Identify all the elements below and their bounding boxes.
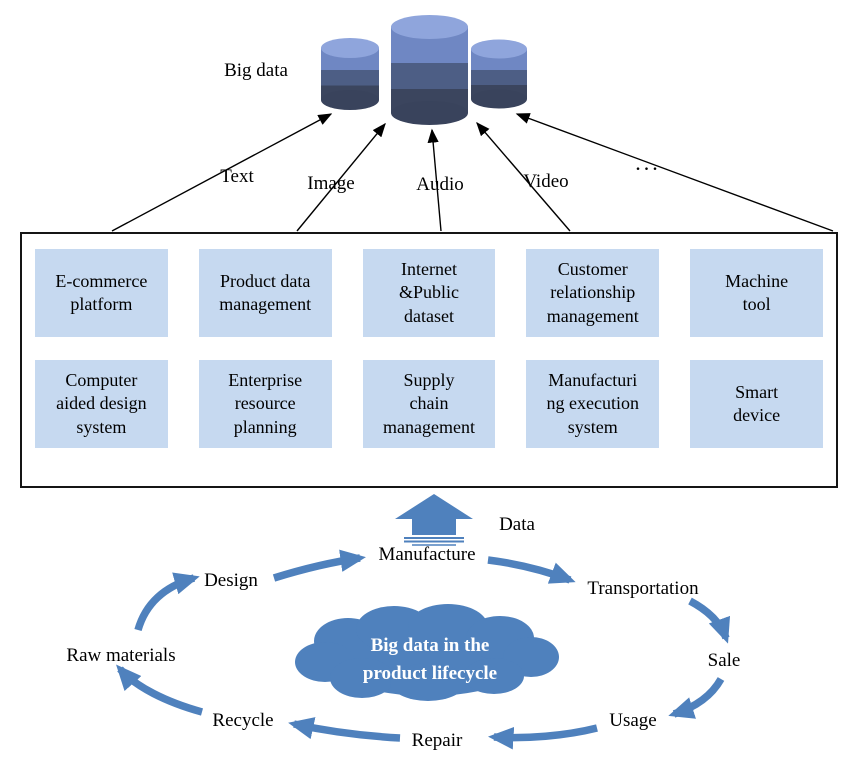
stage-manufacture: Manufacture: [378, 544, 476, 565]
source-cell-manufacturing-execution-system: Manufacturi ng execution system: [526, 360, 660, 448]
source-cell-machine-tool: Machine tool: [690, 249, 823, 337]
database-cylinder-right-icon: [471, 39, 527, 109]
data-type-arrows: [111, 113, 834, 232]
arc-sale-to-usage: [668, 677, 725, 719]
stage-design: Design: [204, 570, 258, 591]
source-cell-product-data-management: Product data management: [198, 249, 332, 337]
big-data-label: Big data: [224, 60, 288, 81]
source-cell-enterprise-resource-planning: Enterprise resource planning: [198, 360, 332, 448]
arc-repair-to-recycle: [288, 717, 401, 742]
source-cell-computer-aided-design-system: Computer aided design system: [35, 360, 168, 448]
arc-design-to-manufacture: [272, 549, 366, 582]
data-type-label-image: Image: [307, 173, 355, 194]
data-type-label-audio: Audio: [416, 174, 464, 195]
cloud-icon: [295, 604, 559, 701]
data-type-label-more: ...: [635, 150, 661, 175]
database-cylinder-left-icon: [321, 38, 379, 110]
source-cell-customer-relationship-management: Customer relationship management: [526, 249, 660, 337]
data-sources-box: E-commerce platform Product data managem…: [20, 232, 838, 488]
arrow-video: [476, 121, 571, 232]
lifecycle-arrows: [116, 549, 731, 750]
data-label: Data: [499, 514, 535, 535]
arrow-more: [515, 113, 834, 232]
stage-repair: Repair: [411, 730, 463, 751]
arrow-image: [296, 122, 386, 232]
data-type-label-video: Video: [523, 171, 569, 192]
arrow-audio: [427, 128, 442, 232]
stage-recycle: Recycle: [212, 710, 274, 731]
data-type-label-text: Text: [220, 166, 254, 187]
source-cell-ecommerce-platform: E-commerce platform: [35, 249, 168, 337]
data-up-arrow-icon: [395, 494, 473, 546]
cloud-caption: Big data in the product lifecycle: [362, 635, 498, 684]
stage-raw-materials: Raw materials: [66, 645, 176, 666]
database-cylinder-middle-icon: [391, 15, 468, 125]
arc-rawmaterials-to-design: [134, 572, 200, 632]
stage-sale: Sale: [707, 650, 741, 671]
arrow-text: [111, 113, 333, 232]
stage-transportation: Transportation: [587, 578, 699, 599]
arc-recycle-to-rawmaterials: [116, 664, 204, 716]
source-cell-smart-device: Smart device: [690, 360, 823, 448]
arc-manufacture-to-transportation: [487, 556, 576, 584]
arc-usage-to-repair: [488, 724, 598, 750]
source-cell-internet-public-dataset: Internet &Public dataset: [362, 249, 496, 337]
big-data-cylinders: [321, 15, 527, 125]
source-cell-supply-chain-management: Supply chain management: [362, 360, 496, 448]
arc-transportation-to-sale: [688, 597, 731, 644]
stage-usage: Usage: [609, 710, 657, 731]
